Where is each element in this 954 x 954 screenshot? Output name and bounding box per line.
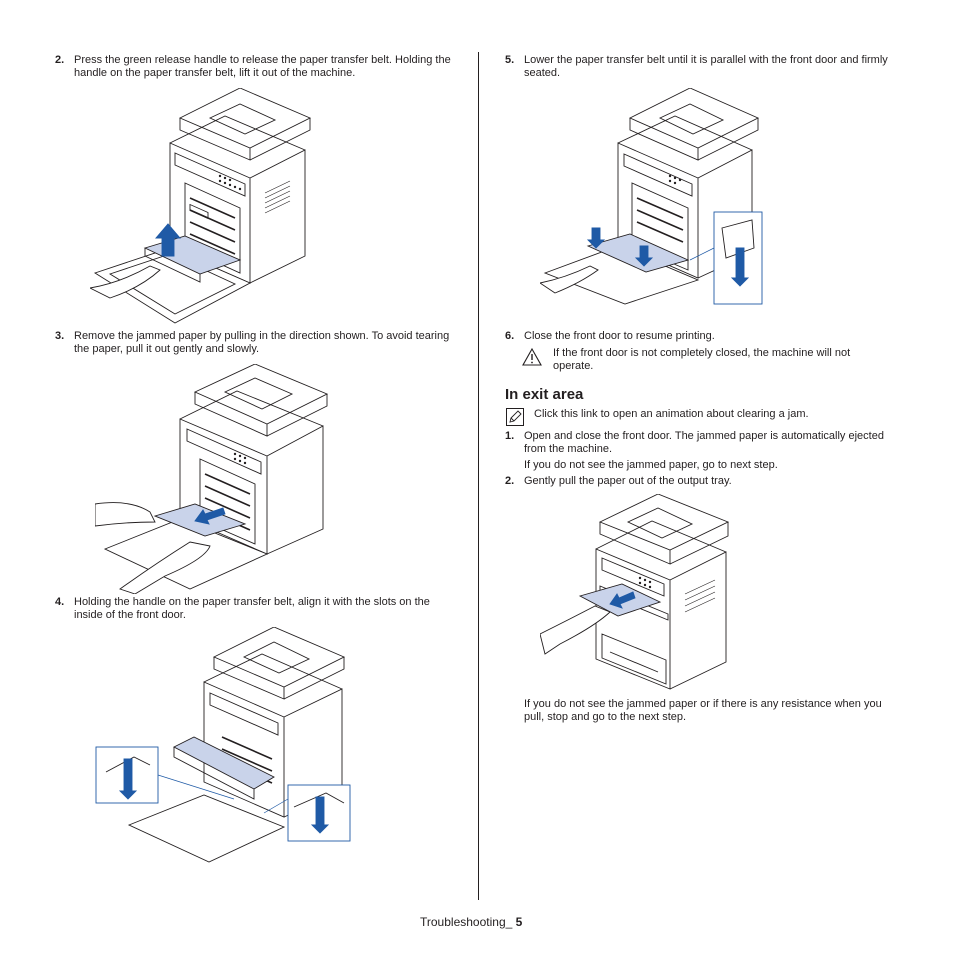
step-text: Holding the handle on the paper transfer… (74, 596, 430, 621)
step-text: Open and close the front door. The jamme… (524, 430, 884, 455)
step-number: 2. (55, 54, 65, 66)
page-footer: Troubleshooting_ 5 (420, 916, 522, 929)
animation-link-text[interactable]: Click this link to open an animation abo… (534, 408, 809, 420)
step-number: 3. (55, 330, 65, 342)
step-number: 2. (505, 475, 515, 487)
column-divider (478, 52, 479, 900)
step-text: Press the green release handle to releas… (74, 54, 451, 79)
footer-label: Troubleshooting_ (420, 915, 513, 929)
step-number: 6. (505, 330, 515, 342)
section-heading: In exit area (505, 386, 584, 403)
caution-icon (522, 347, 542, 370)
illustration-remove-jammed-paper (95, 364, 335, 594)
step-number: 5. (505, 54, 515, 66)
illustration-align-transfer-belt (94, 627, 354, 867)
page-number: 5 (515, 915, 523, 929)
step-text: Lower the paper transfer belt until it i… (524, 54, 888, 79)
illustration-pull-paper-output-tray (540, 494, 735, 694)
step-text: Remove the jammed paper by pulling in th… (74, 330, 450, 355)
caution-text: If the front door is not completely clos… (553, 347, 851, 372)
step-text: Close the front door to resume printing. (524, 330, 715, 342)
illustration-lower-transfer-belt (540, 88, 770, 308)
animation-note-icon[interactable] (506, 408, 524, 430)
step-number: 4. (55, 596, 65, 608)
step-text: Gently pull the paper out of the output … (524, 475, 732, 487)
exit-step-1-subtext: If you do not see the jammed paper, go t… (524, 459, 778, 471)
illustration-lift-transfer-belt (90, 88, 320, 328)
step-number: 1. (505, 430, 515, 442)
final-instruction-text: If you do not see the jammed paper or if… (524, 698, 882, 723)
